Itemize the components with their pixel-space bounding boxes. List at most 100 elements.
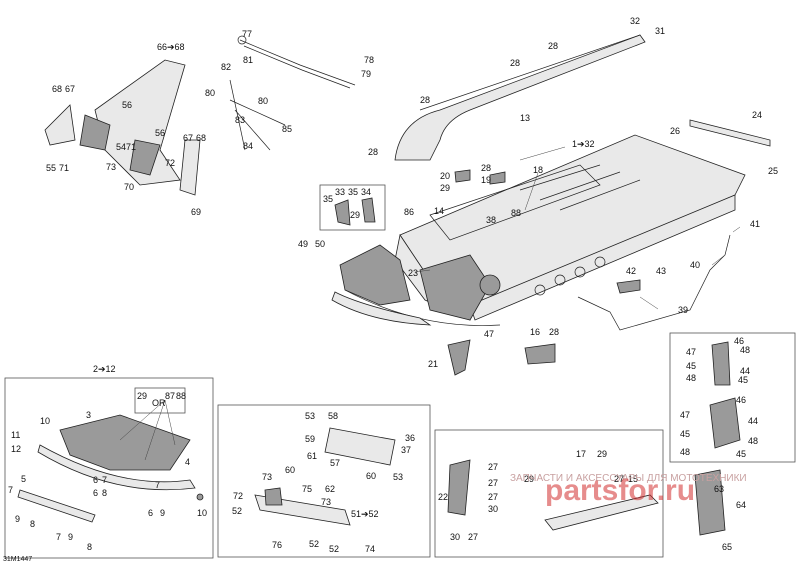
label-65: 65 (722, 542, 732, 552)
label-30b: 30 (450, 532, 460, 542)
label-45c: 45 (680, 429, 690, 439)
label-12: 12 (11, 444, 21, 454)
label-16: 16 (530, 327, 540, 337)
label-69: 69 (191, 207, 201, 217)
label-66-68: 66➔68 (157, 42, 185, 52)
label-74: 74 (365, 544, 375, 554)
label-19: 19 (481, 175, 491, 185)
label-27b: 27 (614, 474, 624, 484)
label-64: 64 (736, 500, 746, 510)
detail-box-33-35 (319, 184, 386, 231)
label-73a: 73 (106, 162, 116, 172)
label-28d: 28 (368, 147, 378, 157)
label-28e: 28 (481, 163, 491, 173)
label-68b: 68 (196, 133, 206, 143)
label-88b: 88 (176, 391, 186, 401)
label-23: 23 (408, 268, 418, 278)
label-67b: 67 (183, 133, 193, 143)
label-41: 41 (750, 219, 760, 229)
label-48d: 48 (680, 447, 690, 457)
label-33: 33 (335, 187, 345, 197)
label-2-12: 2➔12 (93, 364, 116, 374)
label-29a: 29 (440, 183, 450, 193)
label-29d: 29 (597, 449, 607, 459)
label-38: 38 (486, 215, 496, 225)
label-10a: 10 (40, 416, 50, 426)
label-27c: 27 (488, 478, 498, 488)
label-31: 31 (655, 26, 665, 36)
detail-box-frame-front (4, 377, 214, 559)
label-68a: 68 (52, 84, 62, 94)
label-7b: 7 (8, 485, 13, 495)
label-73c: 73 (321, 497, 331, 507)
label-60a: 60 (366, 471, 376, 481)
detail-box-frame-mid (217, 404, 431, 558)
label-29c: 29 (137, 391, 147, 401)
label-52b: 52 (309, 539, 319, 549)
label-72a: 72 (165, 158, 175, 168)
label-76: 76 (272, 540, 282, 550)
label-40: 40 (690, 260, 700, 270)
label-87: 87 (165, 391, 175, 401)
label-57: 57 (330, 458, 340, 468)
svg-text:partsfor.ru: partsfor.ru (545, 474, 695, 507)
label-8a: 8 (102, 488, 107, 498)
label-7d: 7 (56, 532, 61, 542)
label-26: 26 (670, 126, 680, 136)
label-81: 81 (243, 55, 253, 65)
label-35b: 35 (323, 194, 333, 204)
label-49: 49 (298, 239, 308, 249)
label-56a: 56 (122, 100, 132, 110)
chassis-tunnel (331, 134, 746, 326)
label-28b: 28 (510, 58, 520, 68)
drawing-code: 31M1447 (3, 556, 32, 563)
label-53a: 53 (305, 411, 315, 421)
label-28a: 28 (548, 41, 558, 51)
label-43: 43 (656, 266, 666, 276)
label-9c: 9 (68, 532, 73, 542)
label-62: 62 (325, 484, 335, 494)
label-10b: 10 (197, 508, 207, 518)
mid-detail (254, 427, 396, 526)
label-24: 24 (752, 110, 762, 120)
detail-box-frame-side (669, 332, 796, 463)
label-84: 84 (243, 141, 253, 151)
label-13: 13 (520, 113, 530, 123)
label-35a: 35 (348, 187, 358, 197)
leader-lines (119, 146, 741, 461)
label-72b: 72 (233, 491, 243, 501)
label-79: 79 (361, 69, 371, 79)
label-9a: 9 (160, 508, 165, 518)
label-15: 15 (628, 474, 638, 484)
label-78: 78 (364, 55, 374, 65)
label-27d: 27 (488, 492, 498, 502)
label-27a: 27 (488, 462, 498, 472)
label-1-32: 1➔32 (572, 139, 595, 149)
label-50: 50 (315, 239, 325, 249)
label-44b: 44 (748, 416, 758, 426)
label-45d: 45 (736, 449, 746, 459)
label-25: 25 (768, 166, 778, 176)
label-29e: 29 (524, 474, 534, 484)
tunnel-cover (394, 34, 646, 161)
label-59: 59 (305, 434, 315, 444)
label-48a: 48 (740, 345, 750, 355)
label-80a: 80 (205, 88, 215, 98)
label-54: 54 (116, 142, 126, 152)
label-18: 18 (533, 165, 543, 175)
label-77: 77 (242, 29, 252, 39)
label-42: 42 (626, 266, 636, 276)
label-20: 20 (440, 171, 450, 181)
label-61: 61 (307, 451, 317, 461)
label-83: 83 (235, 115, 245, 125)
label-63: 63 (714, 484, 724, 494)
label-5: 5 (21, 474, 26, 484)
label-47c: 47 (680, 410, 690, 420)
detail-box-frame-right (434, 429, 664, 558)
label-75: 75 (302, 484, 312, 494)
label-27e: 27 (468, 532, 478, 542)
label-80b: 80 (258, 96, 268, 106)
label-48b: 48 (686, 373, 696, 383)
label-22: 22 (438, 492, 448, 502)
label-47b: 47 (686, 347, 696, 357)
